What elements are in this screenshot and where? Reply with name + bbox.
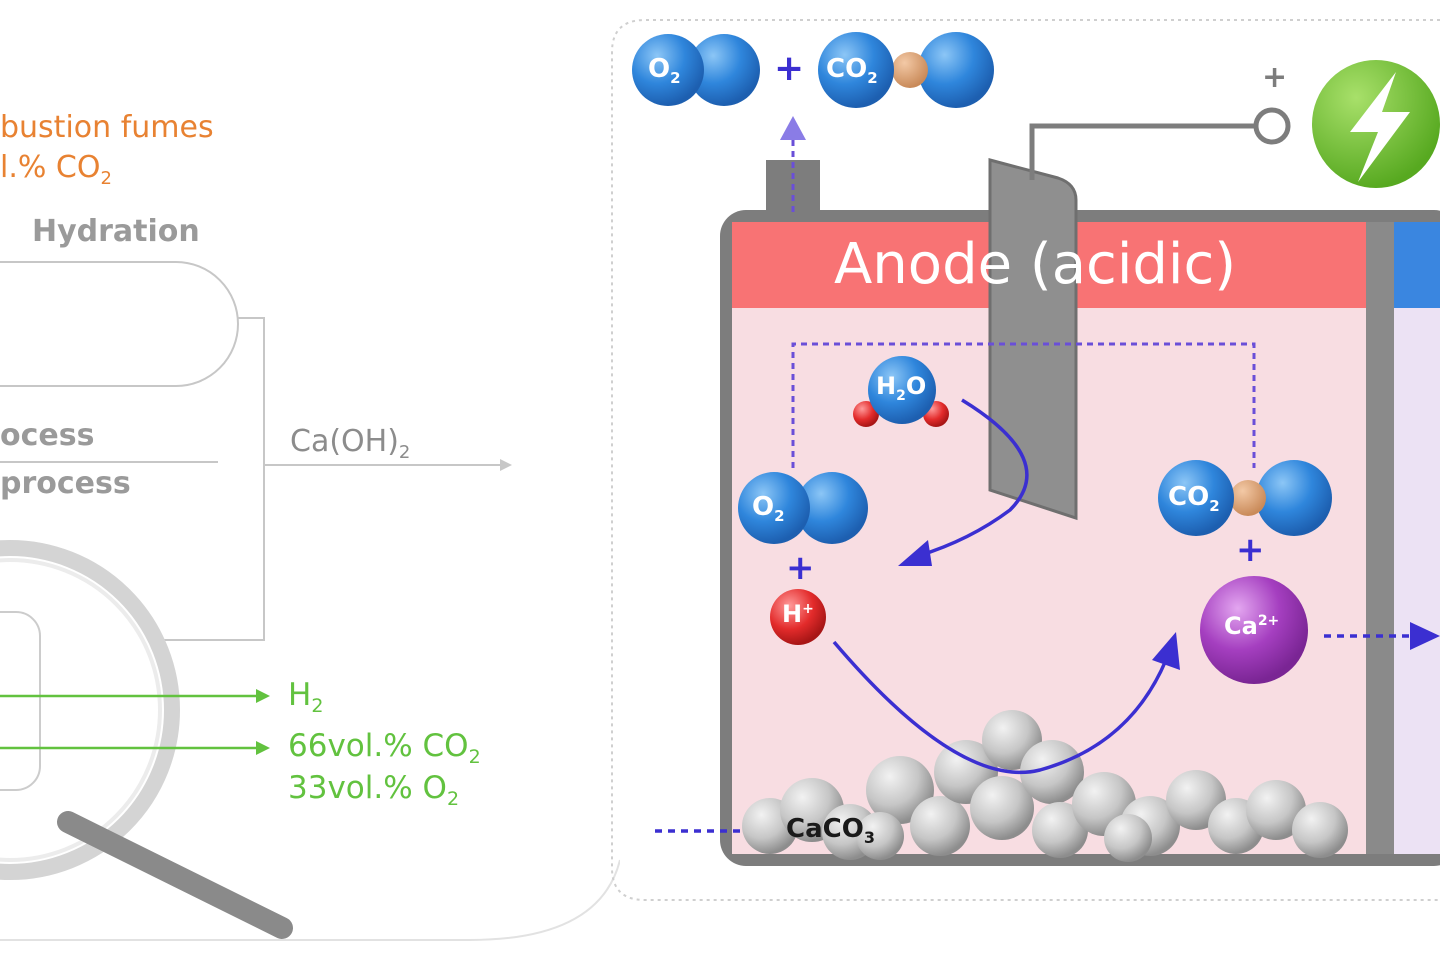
co2-output-label: 66vol.% CO2: [288, 728, 481, 769]
top-plus-sign: +: [774, 48, 805, 89]
ca-transport-arrowhead: [1410, 622, 1440, 650]
h2o-label: H2O: [876, 372, 927, 404]
calcium-label: Ca2+: [1224, 612, 1280, 640]
cathode-band: [1394, 222, 1440, 308]
top-o2-label: O2: [648, 54, 681, 88]
o2-output-label: 33vol.% O2: [288, 770, 460, 811]
h2o-to-proton-arrowhead: [898, 540, 932, 566]
co2-plus-sign: +: [1236, 530, 1265, 570]
co2-molecule: [1158, 460, 1332, 536]
fumes-co2-label: l.% CO2: [0, 150, 112, 189]
right-panel-border: [611, 19, 1440, 901]
proton-to-calcium-arrowhead: [1152, 632, 1180, 670]
h2-label: H2: [288, 677, 324, 718]
internal-gas-path: [791, 342, 1256, 468]
o2-plus-sign: +: [786, 548, 815, 588]
co2-o2-arrowhead: [256, 741, 270, 755]
proton-ion: [770, 589, 826, 645]
left-panel-diagram: [0, 261, 620, 941]
top-co2-label: CO2: [826, 54, 878, 88]
hydration-label: Hydration: [32, 214, 200, 249]
co2-label: CO2: [1168, 482, 1220, 516]
top-o2-molecule: [632, 34, 760, 106]
h2o-to-proton-arrow: [917, 398, 1029, 558]
process-label-bottom: process: [0, 466, 131, 501]
magnifier-lens: [0, 540, 180, 880]
o2-rise-arrowhead: [780, 116, 806, 140]
magnifier-handle: [57, 811, 293, 939]
anode-label: Anode (acidic): [834, 232, 1237, 297]
proton-label: H+: [782, 600, 814, 628]
o2-label: O2: [752, 492, 785, 526]
h2-arrowhead: [256, 689, 270, 703]
caoh2-arrowhead: [500, 459, 512, 471]
lightning-bolt-icon: [1350, 72, 1410, 182]
caco3-particles: [742, 710, 1348, 862]
cathode-electrolyte: [1394, 222, 1440, 854]
o2-molecule: [738, 472, 868, 544]
caoh2-label: Ca(OH)2: [290, 424, 411, 463]
process-label-top: ocess: [0, 418, 95, 453]
top-co2-molecule: [818, 32, 994, 108]
h2o-molecule: [853, 356, 949, 427]
positive-terminal: [1253, 107, 1291, 145]
lens-cell: [0, 611, 41, 791]
electrode-wire: [1029, 123, 1256, 180]
combustion-fumes-label: bustion fumes: [0, 110, 214, 145]
calcium-ion: [1200, 576, 1308, 684]
magnifier-lens-inner: [0, 558, 162, 862]
membrane: [1366, 222, 1394, 854]
proton-to-calcium-arrow: [832, 640, 1168, 775]
positive-terminal-sign: +: [1262, 60, 1288, 95]
anode-electrode: [988, 158, 1078, 521]
caco3-label: CaCO3: [786, 814, 875, 848]
hydration-reactor: [0, 261, 239, 387]
